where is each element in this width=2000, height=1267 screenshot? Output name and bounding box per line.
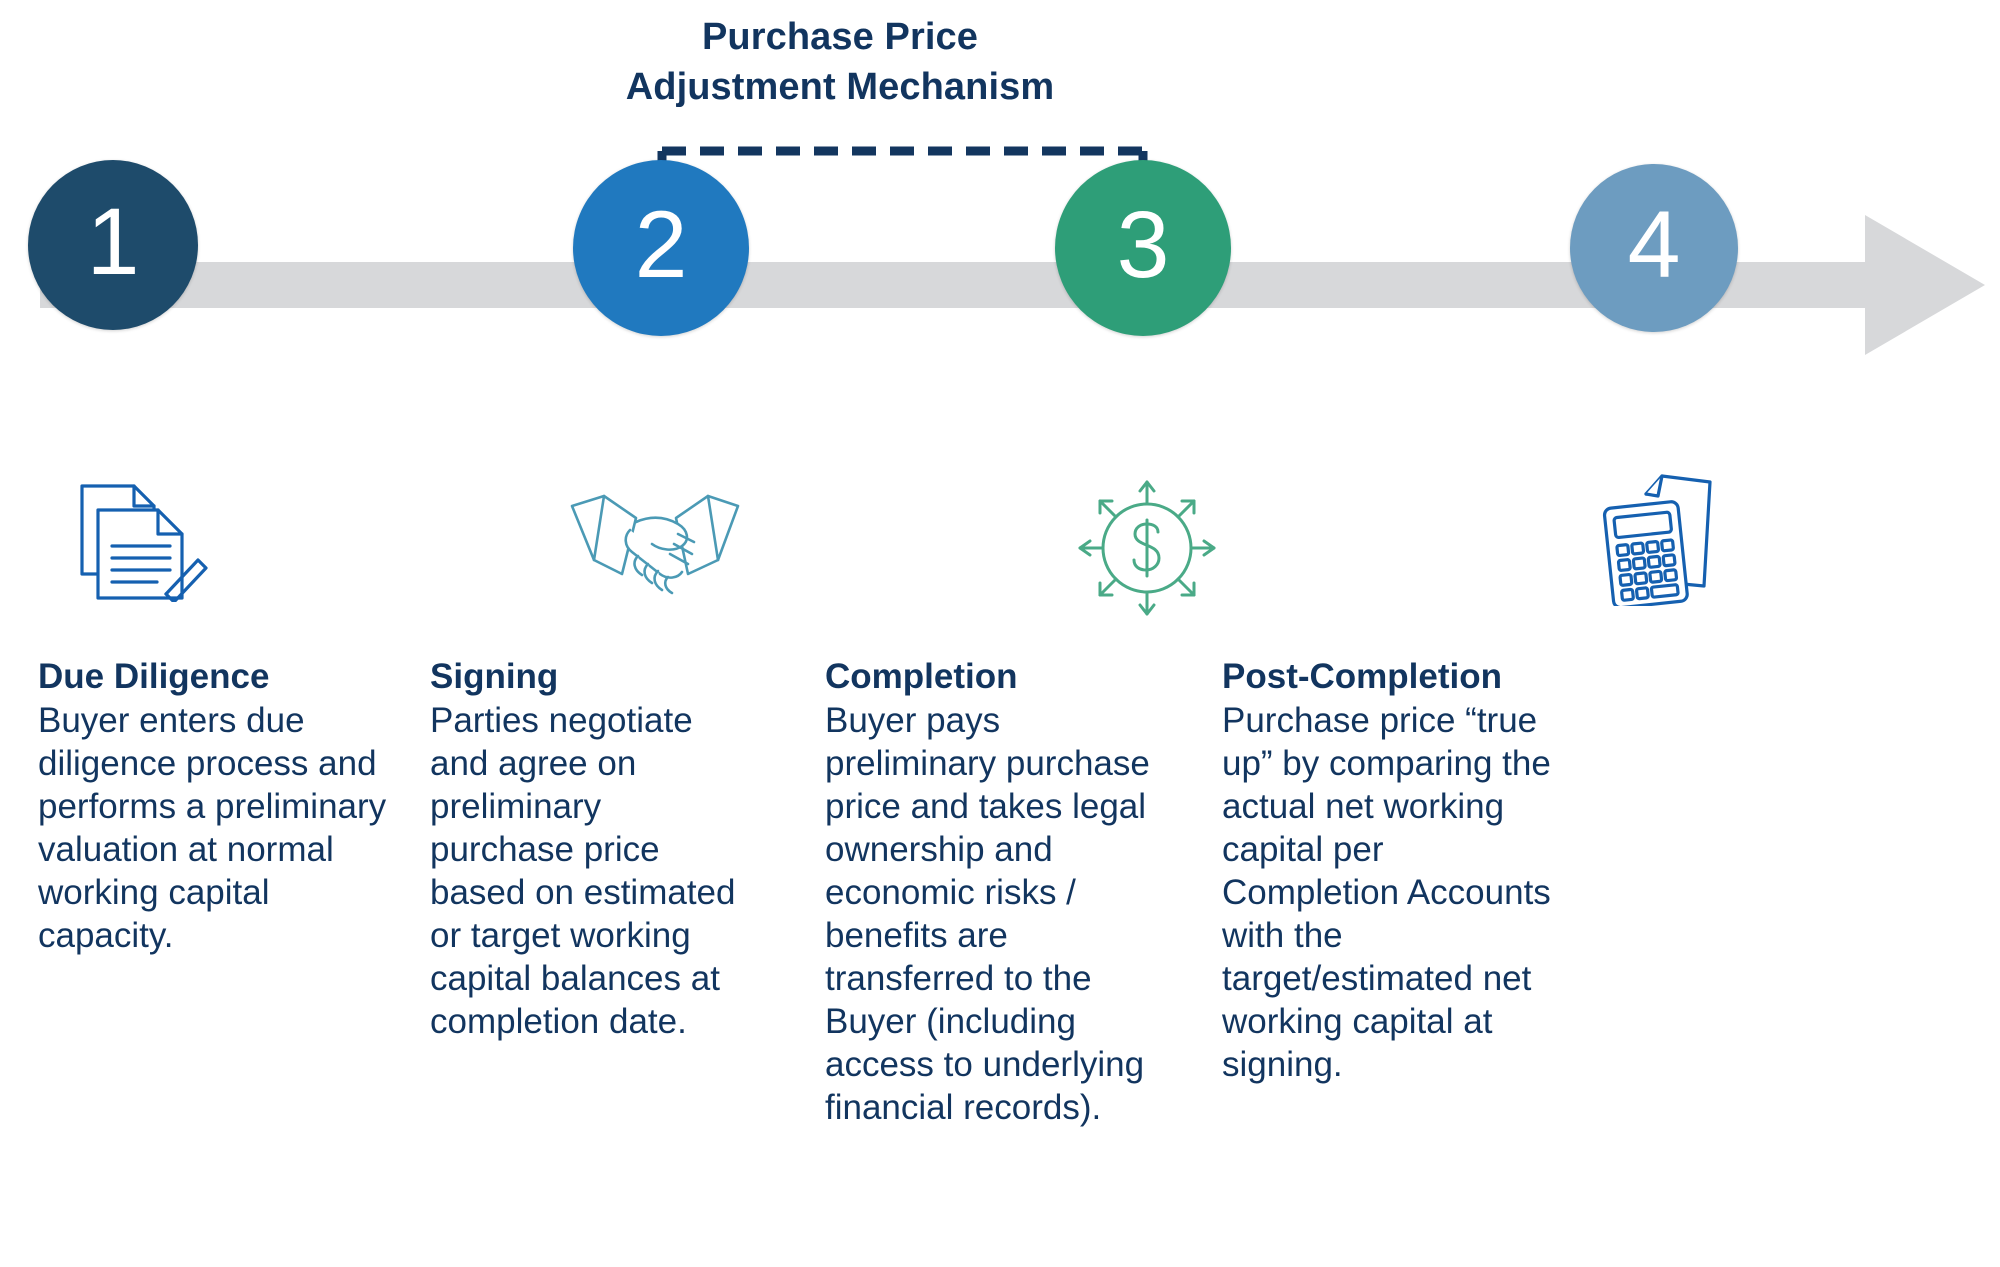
step-number-1: 1: [86, 188, 140, 295]
process-arrow-shape: [40, 215, 1985, 355]
process-arrow-bar: [40, 215, 1985, 355]
page-title: Purchase Price Adjustment Mechanism: [500, 12, 1180, 112]
step-body-3: Buyer pays preliminary purchase price an…: [825, 701, 1150, 1128]
documents-with-pen-icon: [62, 462, 222, 604]
step-heading-4: Post-Completion: [1222, 657, 1502, 696]
step-circle-2[interactable]: 2: [573, 160, 749, 336]
dollar-distribution-icon: [1072, 478, 1222, 618]
step-circle-3[interactable]: 3: [1055, 160, 1231, 336]
step-body-1: Buyer enters due diligence process and p…: [38, 701, 387, 956]
calculator-with-document-icon: [1600, 464, 1760, 610]
page-title-line-1: Purchase Price: [701, 16, 978, 58]
step-circle-1[interactable]: 1: [28, 160, 198, 330]
step-heading-1: Due Diligence: [38, 657, 270, 696]
step-text-1: Due Diligence Buyer enters due diligence…: [38, 655, 413, 957]
handshake-icon: [560, 478, 750, 600]
step-heading-3: Completion: [825, 657, 1018, 696]
step-number-3: 3: [1116, 191, 1170, 298]
step-heading-2: Signing: [430, 657, 559, 696]
step-text-3: Completion Buyer pays preliminary purcha…: [825, 655, 1155, 1130]
step-body-2: Parties negotiate and agree on prelimina…: [430, 701, 736, 1042]
step-text-2: Signing Parties negotiate and agree on p…: [430, 655, 740, 1043]
step-circle-4[interactable]: 4: [1570, 164, 1738, 332]
step-text-4: Post-Completion Purchase price “true up”…: [1222, 655, 1552, 1086]
step-number-2: 2: [634, 191, 688, 298]
step-number-4: 4: [1627, 191, 1681, 298]
step-body-4: Purchase price “true up” by comparing th…: [1222, 701, 1551, 1085]
page-title-line-2: Adjustment Mechanism: [625, 66, 1055, 109]
